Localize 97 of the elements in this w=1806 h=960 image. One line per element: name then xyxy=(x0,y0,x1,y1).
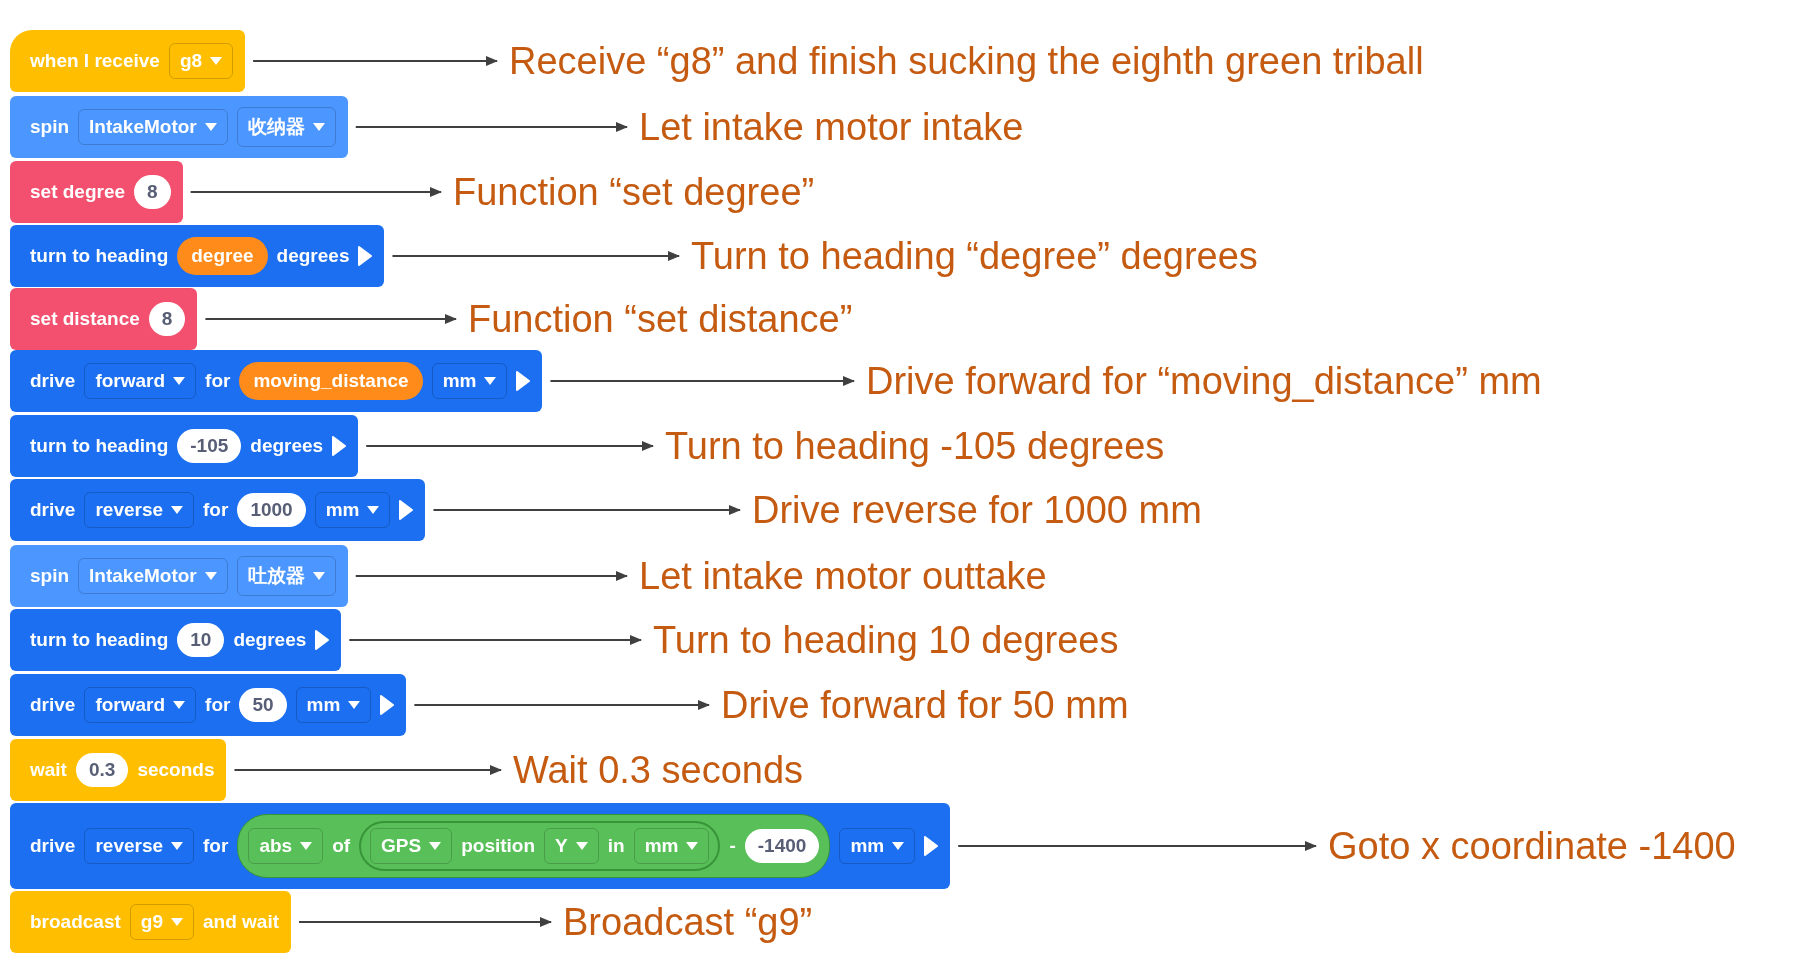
annotation-text: Turn to heading -105 degrees xyxy=(665,424,1165,468)
annotation-text: Turn to heading 10 degrees xyxy=(653,618,1119,662)
annotation-text: Drive forward for 50 mm xyxy=(721,683,1129,727)
dropdown-menu: IntakeMotor xyxy=(78,109,228,145)
number-input: 10 xyxy=(177,623,225,657)
dropdown-menu: mm xyxy=(295,687,372,723)
code-block xyxy=(10,30,246,92)
block-label: drive xyxy=(30,835,76,857)
annotation-text: Goto x coordinate -1400 xyxy=(1328,824,1736,868)
arrow xyxy=(432,505,741,515)
number-input: 8 xyxy=(134,175,171,209)
dropdown-menu: GPS xyxy=(370,828,453,864)
variable-reporter: degree xyxy=(177,237,268,275)
arrow xyxy=(189,187,442,197)
block-label: spin xyxy=(30,116,70,138)
arrow xyxy=(549,376,855,386)
block-label: - xyxy=(729,835,736,857)
block-label: degrees xyxy=(250,435,324,457)
code-block xyxy=(10,739,227,801)
code-block xyxy=(10,96,348,158)
arrow xyxy=(298,917,552,927)
block-label: for xyxy=(205,694,231,716)
dropdown-menu: g9 xyxy=(129,904,194,940)
block-label: degrees xyxy=(233,629,307,651)
dropdown-menu: abs xyxy=(248,828,324,864)
arrow xyxy=(233,765,502,775)
block-label: of xyxy=(332,835,351,857)
number-input: 50 xyxy=(239,688,287,722)
code-block xyxy=(10,891,291,953)
block-label: drive xyxy=(30,370,76,392)
arrow xyxy=(252,56,498,66)
arrow xyxy=(204,314,457,324)
block-label: drive xyxy=(30,499,76,521)
arrow xyxy=(365,441,654,451)
block-label: position xyxy=(461,835,536,857)
number-input: 8 xyxy=(148,302,186,336)
code-block xyxy=(10,288,198,350)
code-block xyxy=(10,161,183,223)
code-block xyxy=(10,350,543,412)
code-block xyxy=(10,225,385,287)
block-label: for xyxy=(203,499,229,521)
dropdown-menu: 吐放器 xyxy=(236,556,336,596)
dropdown-menu: 收纳器 xyxy=(236,107,336,147)
annotation-text: Drive reverse for 1000 mm xyxy=(752,488,1202,532)
annotation-text: Drive forward for “moving_distance” mm xyxy=(866,359,1542,403)
block-label: and wait xyxy=(203,911,279,933)
block-label: turn to heading xyxy=(30,435,169,457)
code-block xyxy=(10,609,342,671)
arrow xyxy=(354,122,628,132)
block-label: set degree xyxy=(30,181,126,203)
dropdown-menu: mm xyxy=(314,492,391,528)
block-label: drive xyxy=(30,694,76,716)
code-block xyxy=(10,415,359,477)
dropdown-menu: forward xyxy=(84,363,197,399)
variable-reporter: moving_distance xyxy=(239,362,423,400)
dropdown-menu: reverse xyxy=(84,828,195,864)
dropdown-menu: mm xyxy=(839,828,916,864)
block-label: turn to heading xyxy=(30,245,169,267)
dropdown-menu: mm xyxy=(633,828,710,864)
annotation-text: Turn to heading “degree” degrees xyxy=(691,234,1258,278)
dropdown-menu: Y xyxy=(544,828,599,864)
dropdown-menu: mm xyxy=(431,363,508,399)
block-label: broadcast xyxy=(30,911,121,933)
annotation-text: Function “set distance” xyxy=(468,297,853,341)
block-label: wait xyxy=(30,759,67,781)
block-label: set distance xyxy=(30,308,140,330)
arrow xyxy=(957,841,1317,851)
arrow xyxy=(354,571,628,581)
block-label: for xyxy=(203,835,229,857)
code-block xyxy=(10,674,407,736)
annotation-text: Function “set degree” xyxy=(453,170,815,214)
block-label: when I receive xyxy=(30,50,160,72)
dropdown-menu: reverse xyxy=(84,492,195,528)
arrow xyxy=(413,700,710,710)
annotation-text: Receive “g8” and finish sucking the eighth green triball xyxy=(509,39,1424,83)
block-label: seconds xyxy=(137,759,215,781)
block-label: degrees xyxy=(276,245,350,267)
code-block xyxy=(10,479,426,541)
annotation-text: Wait 0.3 seconds xyxy=(513,748,804,792)
number-input: 1000 xyxy=(237,493,306,527)
arrow xyxy=(391,251,680,261)
number-input: 0.3 xyxy=(75,753,129,787)
block-label: in xyxy=(607,835,625,857)
annotation-text: Let intake motor outtake xyxy=(639,554,1047,598)
block-label: for xyxy=(205,370,231,392)
dropdown-menu: forward xyxy=(84,687,197,723)
annotation-text: Let intake motor intake xyxy=(639,105,1024,149)
block-label: spin xyxy=(30,565,70,587)
code-block xyxy=(10,545,348,607)
annotation-text: Broadcast “g9” xyxy=(563,900,813,944)
dropdown-menu: g8 xyxy=(168,43,234,79)
block-label: turn to heading xyxy=(30,629,169,651)
dropdown-menu: IntakeMotor xyxy=(78,558,228,594)
code-block xyxy=(10,803,951,889)
arrow xyxy=(348,635,642,645)
number-input: -105 xyxy=(177,429,242,463)
number-input: -1400 xyxy=(744,829,820,863)
